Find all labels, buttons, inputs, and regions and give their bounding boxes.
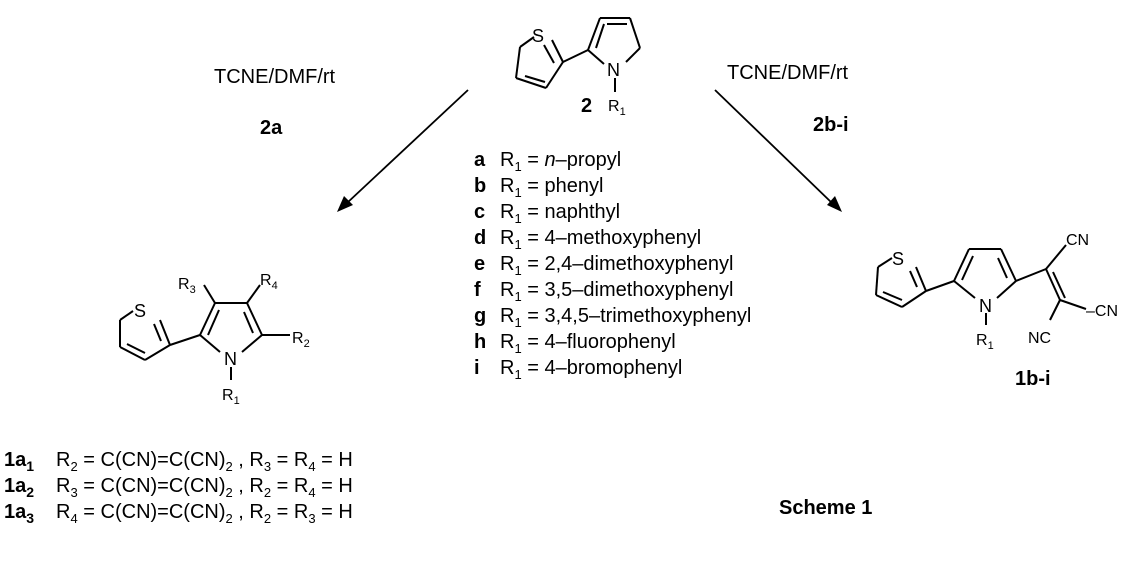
nitrogen-atom: N [224,349,237,369]
left-reaction-arrow [337,89,469,212]
cyano-group-right: –CN [1086,303,1118,320]
r1-substituent: R1 [608,98,626,118]
left-substrate-label: 2a [260,117,283,139]
compound-1b-i-structure: S N R1 CN –CN NC [875,232,1118,352]
r3-substituent: R3 [178,276,196,296]
r1-substituent: R1 [222,387,240,407]
r2-substituent: R2 [292,330,310,350]
compound-2-label: 2 [581,95,593,117]
right-substrate-label: 2b-i [813,114,849,136]
left-reaction-condition: TCNE/DMF/rt [214,66,336,88]
cyano-group-top: CN [1066,232,1089,249]
right-reaction-arrow [714,89,842,212]
compound-1b-i-label: 1b-i [1015,368,1051,390]
sulfur-atom: S [134,301,146,321]
nitrogen-atom: N [607,60,620,80]
r4-substituent: R4 [260,272,278,292]
sulfur-atom: S [892,249,904,269]
nitrogen-atom: N [979,296,992,316]
r1-substituent: R1 [976,332,994,352]
sulfur-atom: S [532,26,544,46]
scheme-title: Scheme 1 [779,497,873,519]
cyano-group-bottom: NC [1028,330,1051,347]
compound-2-structure: S N R1 [515,17,641,118]
right-reaction-condition: TCNE/DMF/rt [727,62,849,84]
compound-1a-structure: S N R1 R3 R4 R2 [119,272,310,407]
